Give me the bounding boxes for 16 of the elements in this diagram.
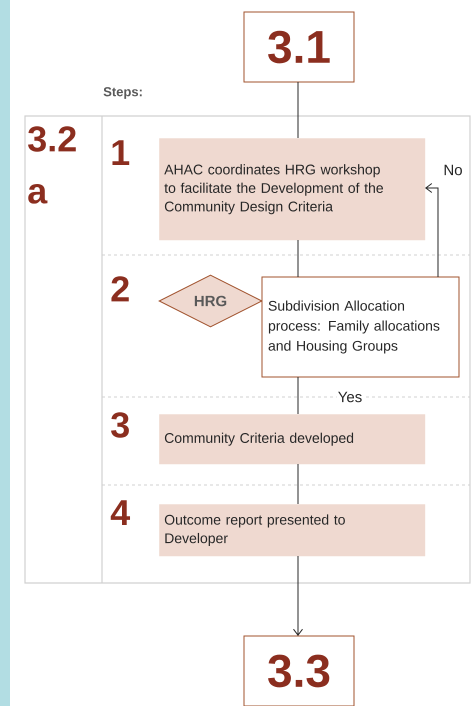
step-number: 3 [111, 412, 129, 438]
step-number: 2 [111, 276, 129, 302]
step-number: 1 [112, 140, 130, 165]
connector [293, 556, 303, 636]
step-box: AHAC coordinates HRG workshop to facilitate the Development of the Community Design Criteria [159, 138, 426, 240]
connector [425, 183, 438, 278]
heading: Steps: [104, 87, 142, 99]
step-box: Community Criteria developed [159, 414, 426, 464]
section-box: 3.3 [244, 636, 354, 706]
section-box: 3.1 [244, 12, 354, 82]
step-number: 4 [110, 500, 130, 525]
edge-label: No [444, 164, 462, 176]
step-box: Outcome report presented to Developer [159, 504, 426, 556]
process-box: Subdivision Allocation process: Family allocations and Housing Groups [262, 276, 460, 378]
section-number: 3.2 a [28, 126, 76, 204]
edge-label: Yes [338, 392, 362, 402]
